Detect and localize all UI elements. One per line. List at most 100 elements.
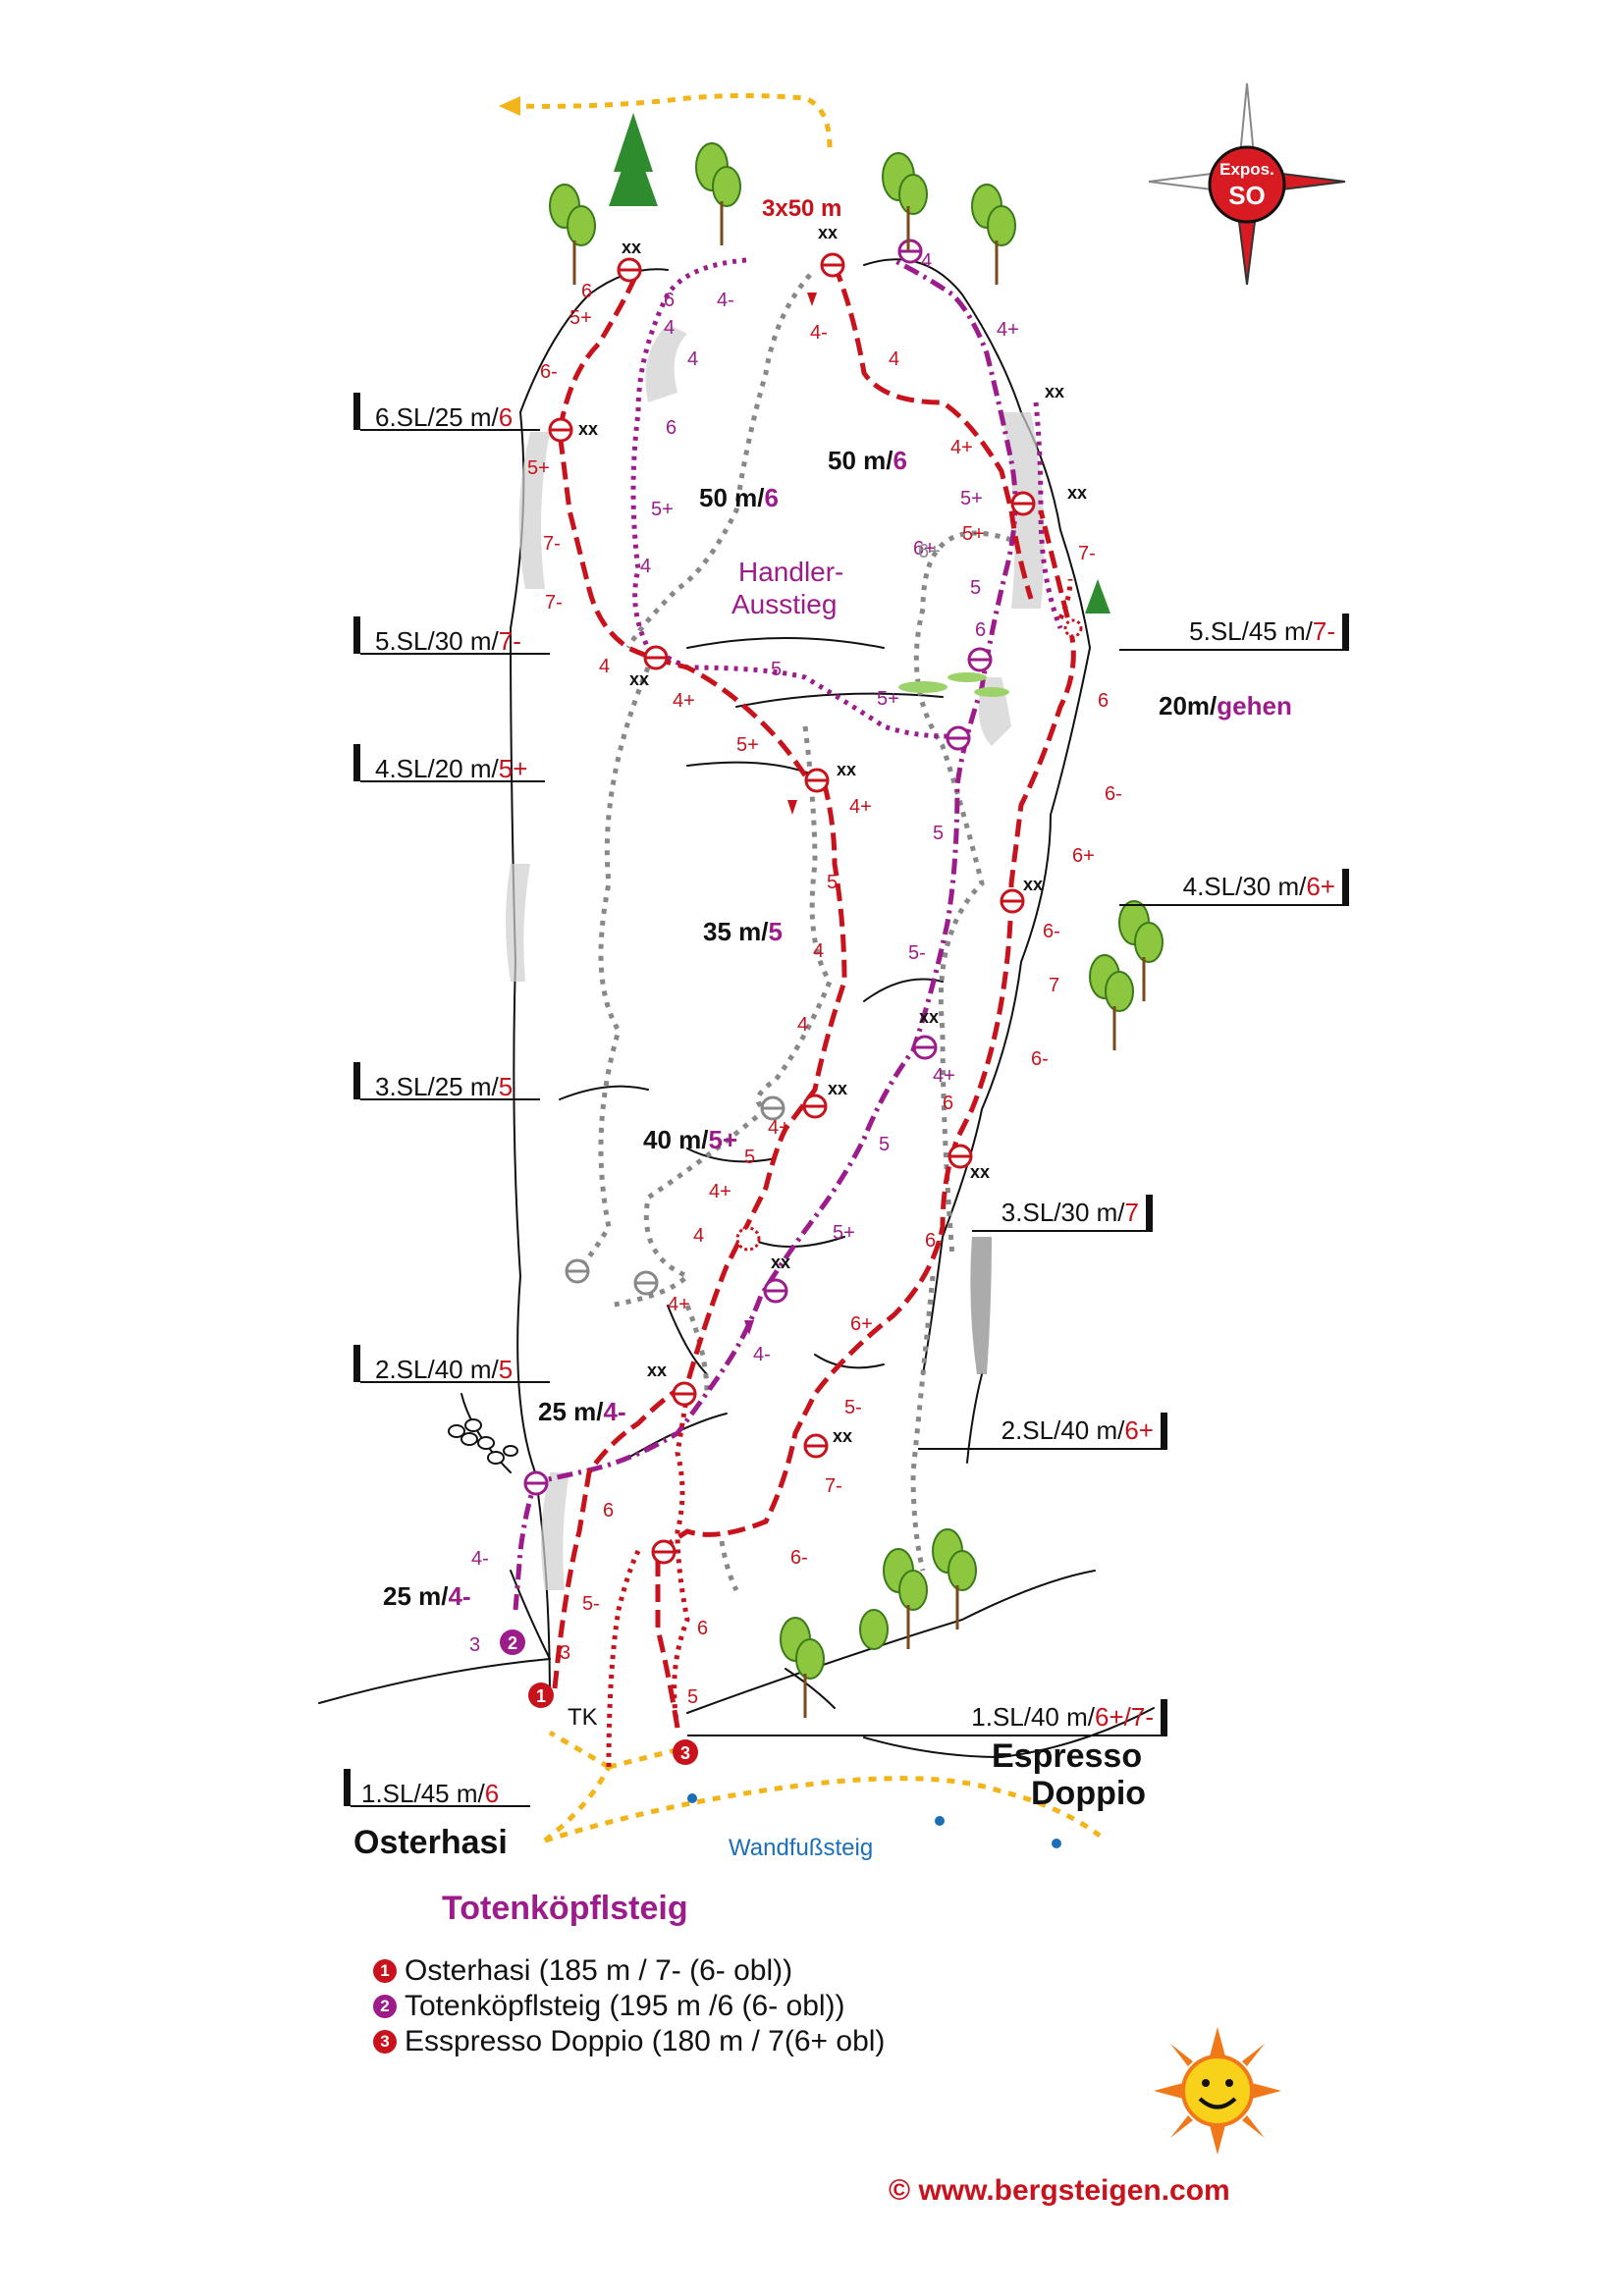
svg-text:5-: 5-	[844, 1397, 862, 1418]
svg-text:5+: 5+	[569, 307, 592, 329]
belay-stations	[523, 239, 1083, 1565]
pitch-label: 50 m/6	[699, 483, 779, 512]
svg-text:xx: xx	[970, 1162, 990, 1182]
svg-text:5: 5	[933, 823, 944, 844]
pitch-label: 25 m/4-	[538, 1397, 626, 1426]
svg-text:3: 3	[560, 1642, 570, 1664]
svg-text:xx: xx	[1023, 875, 1043, 894]
tk-label: TK	[568, 1704, 598, 1731]
svg-text:6: 6	[1098, 690, 1109, 712]
espresso-route	[606, 509, 1076, 1768]
svg-text:6+: 6+	[918, 541, 941, 562]
top-exit-arrow	[499, 96, 520, 116]
handler-label-1: Handler-	[738, 557, 843, 587]
svg-text:7-: 7-	[543, 533, 561, 555]
sun-logo-icon	[1154, 2027, 1281, 2155]
svg-text:5: 5	[744, 1147, 755, 1168]
svg-text:5+: 5+	[833, 1222, 855, 1244]
legend-text: Totenköpflsteig (195 m /6 (6- obl))	[405, 1990, 845, 2022]
svg-text:7-: 7-	[1078, 543, 1096, 564]
svg-text:5+: 5+	[527, 457, 550, 479]
compass-icon	[1148, 82, 1346, 286]
pitch-label: 1.SL/40 m/6+/7-	[971, 1702, 1154, 1732]
svg-text:5+: 5+	[877, 688, 899, 710]
svg-text:6: 6	[943, 1093, 953, 1114]
svg-text:xx: xx	[919, 1007, 939, 1027]
grass-ledge	[898, 672, 1009, 697]
svg-text:7-: 7-	[825, 1475, 842, 1497]
espresso-pitch-labels: 5.SL/45 m/7- 4.SL/30 m/6+ 3.SL/30 m/7 2.…	[971, 616, 1335, 1732]
pitch-label: 2.SL/40 m/5	[375, 1355, 513, 1384]
legend-text: Osterhasi (185 m / 7- (6- obl))	[405, 1954, 793, 1987]
tree-icons	[549, 113, 1164, 1718]
svg-text:4: 4	[813, 940, 824, 962]
pitch-label: 20m/gehen	[1159, 691, 1292, 721]
svg-text:4-: 4-	[810, 322, 828, 344]
pitch-label: 2.SL/40 m/6+	[1001, 1415, 1154, 1445]
svg-text:5: 5	[970, 577, 981, 599]
svg-text:5: 5	[879, 1134, 890, 1155]
espresso-name-2: Doppio	[1031, 1775, 1146, 1812]
svg-text:6: 6	[581, 281, 592, 302]
svg-text:4-: 4-	[471, 1548, 489, 1570]
pitch-label: 5.SL/45 m/7-	[1189, 616, 1335, 646]
svg-text:4: 4	[921, 250, 932, 272]
descent-lines	[568, 273, 1012, 1592]
legend-number: 2	[373, 1995, 397, 2018]
route-start-1: 1	[528, 1682, 554, 1708]
svg-text:xx: xx	[818, 223, 838, 242]
svg-text:4: 4	[640, 556, 651, 577]
svg-text:5: 5	[771, 659, 782, 680]
svg-text:5+: 5+	[736, 734, 759, 756]
espresso-name-1: Espresso	[992, 1737, 1142, 1775]
top-exit-path	[510, 93, 833, 148]
svg-text:6: 6	[975, 619, 986, 641]
legend: 1 Osterhasi (185 m / 7- (6- obl)) 2 Tote…	[373, 1953, 885, 2059]
svg-text:xx: xx	[828, 1079, 847, 1098]
svg-text:4: 4	[797, 1014, 808, 1036]
svg-text:xx: xx	[622, 238, 641, 257]
pitch-label: 3.SL/25 m/5	[375, 1072, 513, 1101]
compass-line1: Expos.	[1219, 160, 1274, 179]
svg-text:6-: 6-	[1105, 783, 1122, 805]
svg-text:5-: 5-	[582, 1593, 600, 1615]
svg-text:5-: 5-	[908, 942, 926, 964]
svg-text:4+: 4+	[768, 1117, 790, 1139]
svg-text:6-: 6-	[540, 361, 558, 383]
svg-text:4: 4	[693, 1225, 704, 1247]
totenkoepfl-pitch-labels: 50 m/6 50 m/6 20m/gehen 35 m/5 40 m/5+ 2…	[383, 446, 1292, 1611]
svg-text:6: 6	[666, 417, 677, 439]
svg-text:5+: 5+	[651, 499, 674, 520]
rappel-arrows	[744, 293, 817, 1335]
svg-text:xx: xx	[771, 1253, 790, 1272]
wandfuss-markers	[687, 1793, 1061, 1848]
credit-link[interactable]: © www.bergsteigen.com	[889, 2174, 1230, 2207]
svg-text:4: 4	[599, 656, 610, 677]
osterhasi-route	[552, 264, 1034, 1689]
pitch-label: 35 m/5	[703, 917, 783, 946]
svg-text:6: 6	[664, 290, 675, 311]
svg-text:4-: 4-	[717, 290, 734, 311]
legend-number: 1	[373, 1959, 397, 1983]
svg-text:4+: 4+	[668, 1294, 690, 1315]
svg-text:6: 6	[697, 1618, 708, 1639]
svg-text:4-: 4-	[753, 1344, 771, 1365]
osterhasi-name: Osterhasi	[353, 1824, 508, 1861]
svg-text:4: 4	[664, 317, 675, 339]
boulder-icons	[448, 1418, 518, 1465]
osterhasi-pitch-labels: 6.SL/25 m/6 5.SL/30 m/7- 4.SL/20 m/5+ 3.…	[344, 393, 527, 1808]
svg-text:4+: 4+	[950, 437, 973, 458]
svg-text:4+: 4+	[673, 690, 695, 712]
svg-text:3: 3	[680, 1743, 690, 1763]
svg-text:4: 4	[687, 348, 698, 370]
svg-text:xx: xx	[647, 1361, 667, 1380]
svg-text:5+: 5+	[960, 488, 983, 509]
svg-text:6+: 6+	[1072, 845, 1095, 867]
pitch-label: 4.SL/30 m/6+	[1183, 872, 1335, 901]
svg-text:5: 5	[827, 872, 838, 893]
svg-text:4+: 4+	[849, 796, 872, 818]
svg-text:2: 2	[508, 1633, 517, 1653]
pitch-label: 5.SL/30 m/7-	[375, 626, 521, 656]
